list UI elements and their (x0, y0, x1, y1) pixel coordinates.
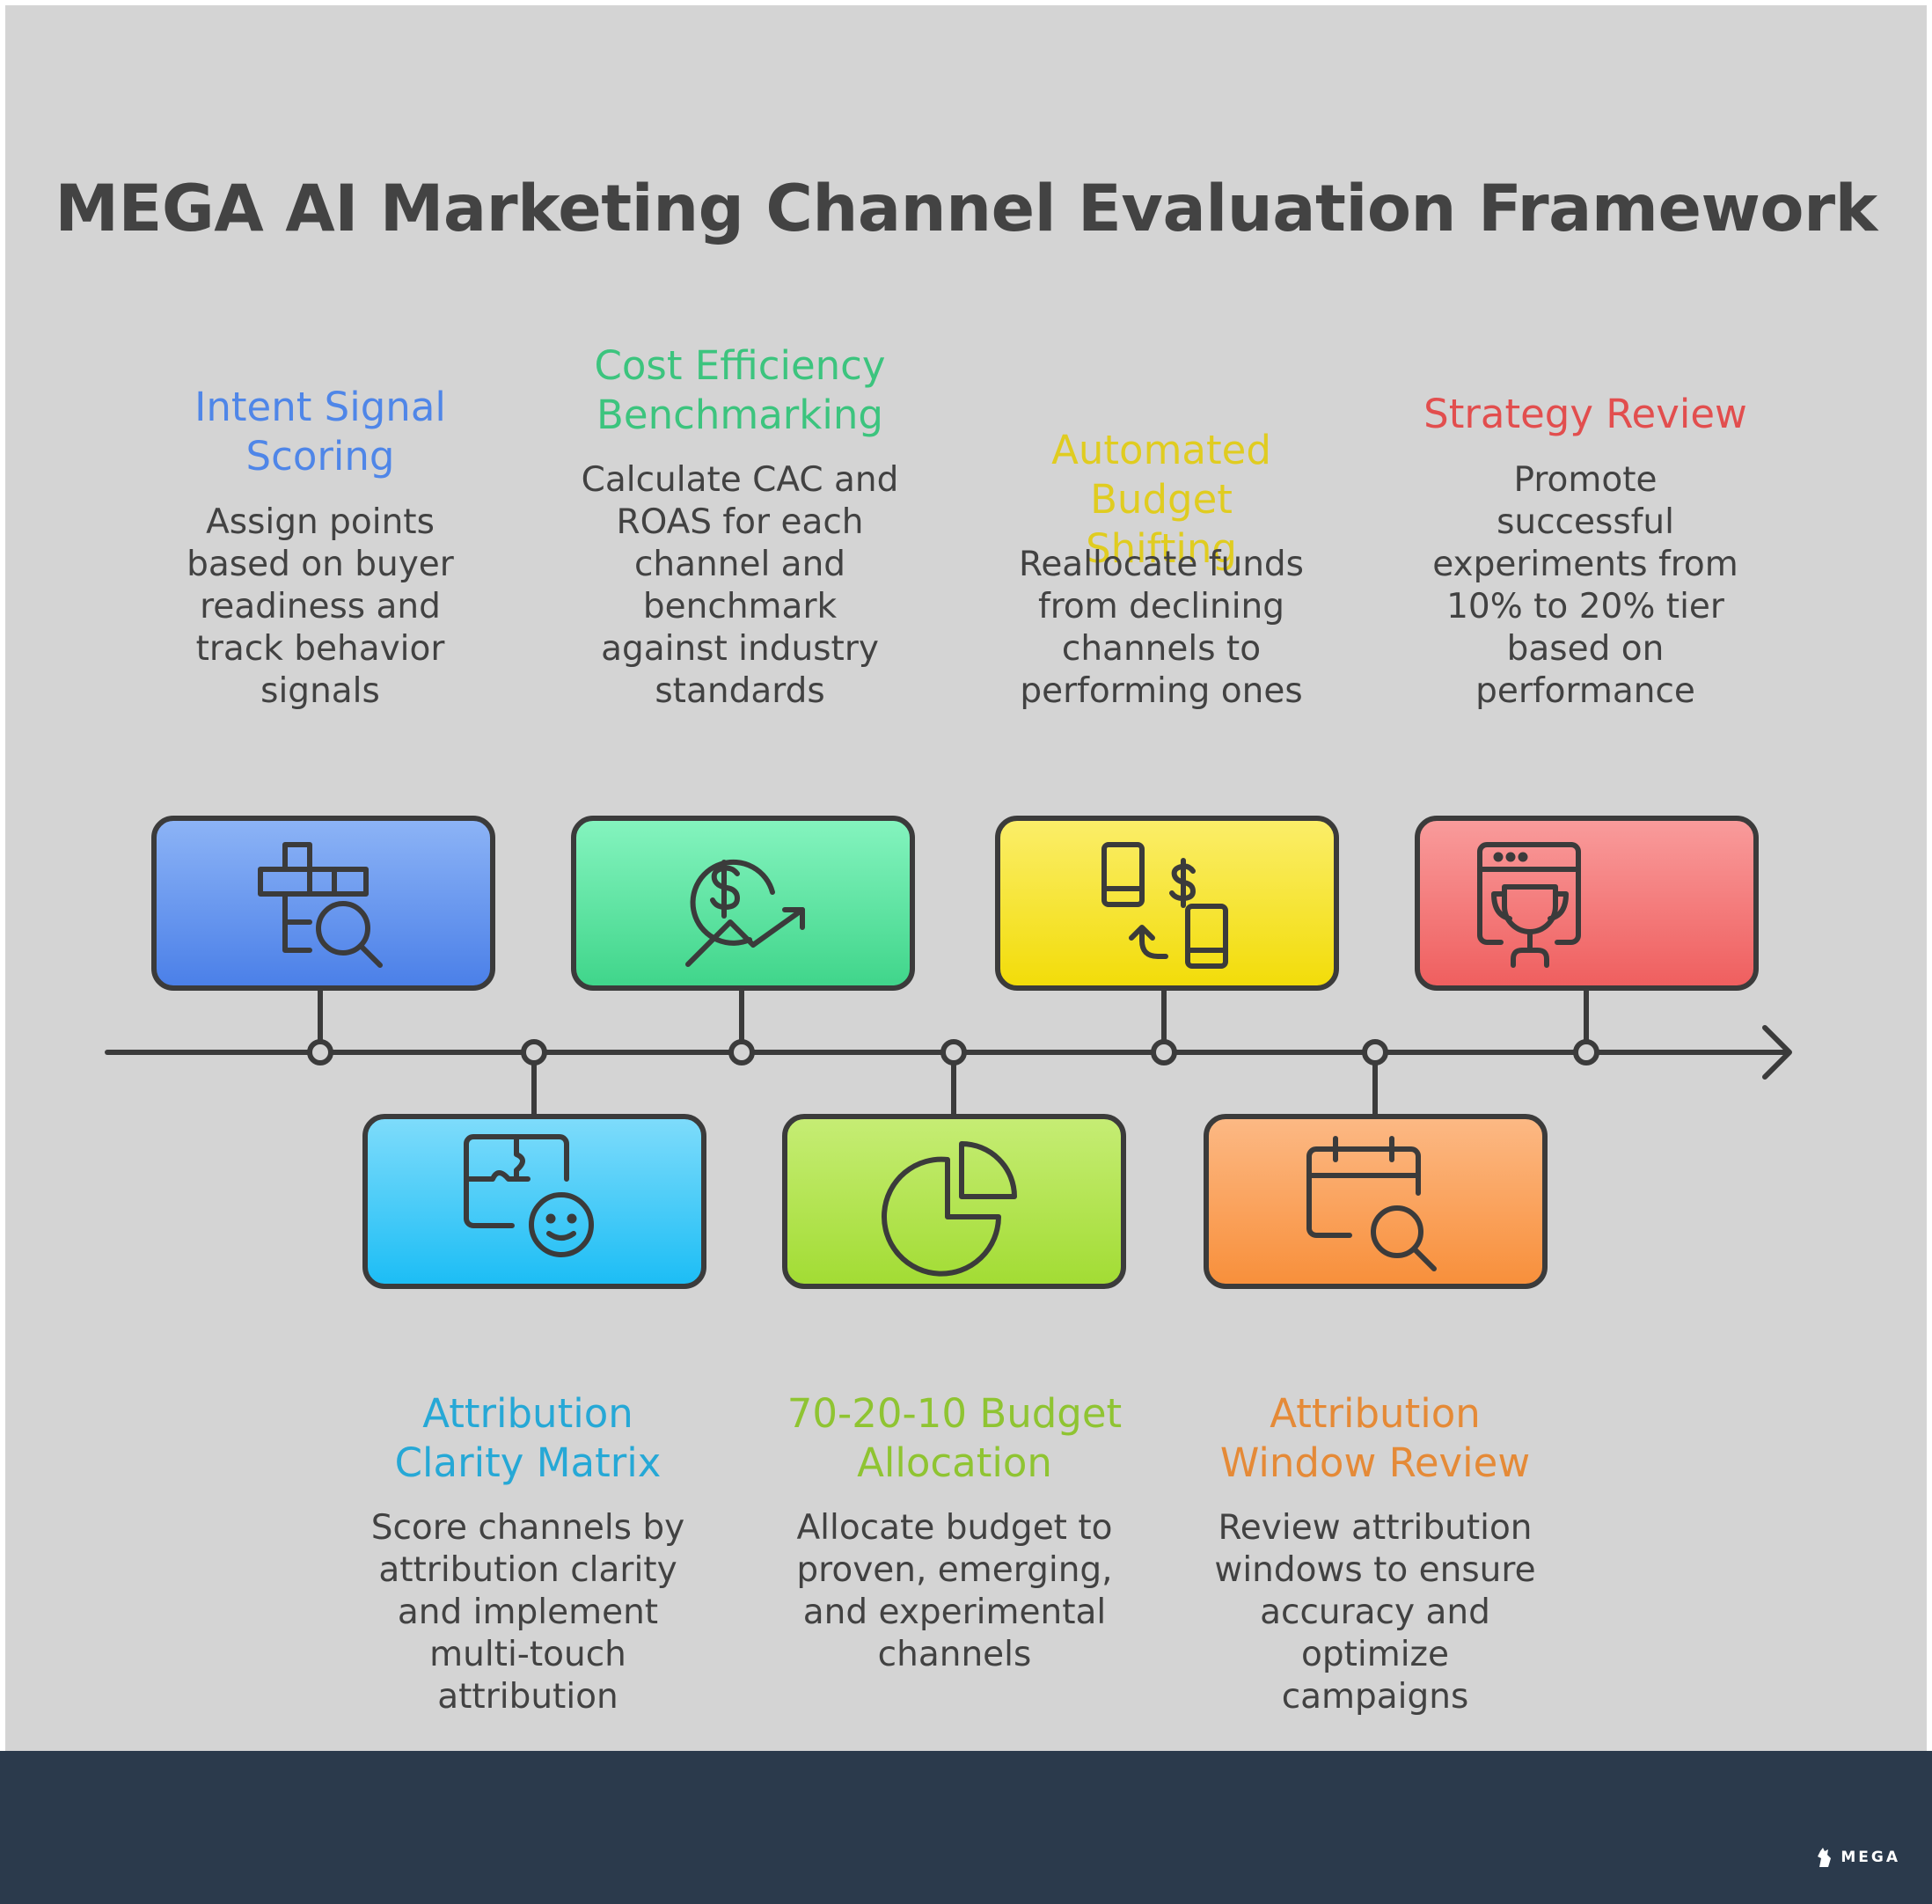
calendar-search-icon (1306, 1136, 1437, 1271)
footer-brand: MEGA (1841, 1849, 1900, 1866)
money-transfer-icon (1101, 842, 1228, 969)
step-box-intent-signal-scoring (151, 816, 495, 991)
crossword-search-icon (258, 842, 383, 968)
step-title-cost-efficiency-benchmarking: Cost Efficiency Benchmarking (594, 342, 886, 438)
step-desc-attribution-window-review: Review attribution windows to ensure acc… (1214, 1508, 1536, 1717)
step-title-intent-signal-scoring: Intent Signal Scoring (194, 384, 446, 480)
step-desc-budget-allocation: Allocate budget to proven, emerging, and… (796, 1508, 1113, 1674)
timeline-node (728, 1039, 755, 1066)
step-box-strategy-review (1415, 816, 1759, 991)
page-title: MEGA AI Marketing Channel Evaluation Fra… (55, 172, 1877, 246)
timeline-node (1151, 1039, 1177, 1066)
footer-bar: MEGA (0, 1751, 1932, 1904)
step-title-attribution-window-review: Attribution Window Review (1219, 1390, 1531, 1486)
step-desc-strategy-review: Promote successful experiments from 10% … (1432, 460, 1738, 711)
step-boxes (151, 816, 1759, 1289)
brand-mark-icon (1818, 1848, 1832, 1867)
timeline-node (1362, 1039, 1388, 1066)
pie-chart-icon (882, 1141, 1017, 1277)
step-box-cost-efficiency-benchmarking (571, 816, 915, 991)
step-title-automated-budget-shifting: Automated Budget Shifting (1051, 427, 1271, 572)
step-title-strategy-review: Strategy Review (1423, 391, 1747, 437)
step-box-attribution-window-review (1204, 1114, 1548, 1289)
timeline-node (521, 1039, 547, 1066)
footer-logo: MEGA (1814, 1846, 1900, 1869)
step-desc-intent-signal-scoring: Assign points based on buyer readiness a… (187, 502, 454, 711)
step-box-attribution-clarity-matrix (362, 1114, 706, 1289)
trophy-window-icon (1477, 842, 1581, 968)
timeline-node (940, 1039, 967, 1066)
step-desc-cost-efficiency-benchmarking: Calculate CAC and ROAS for each channel … (581, 460, 899, 711)
step-title-attribution-clarity-matrix: Attribution Clarity Matrix (394, 1390, 662, 1486)
timeline-arrow-icon (1762, 1025, 1792, 1080)
timeline-node (1573, 1039, 1599, 1066)
step-box-budget-allocation (782, 1114, 1126, 1289)
step-title-budget-allocation: 70-20-10 Budget Allocation (787, 1390, 1123, 1486)
timeline-node (307, 1039, 333, 1066)
connectors (318, 991, 1589, 1114)
step-desc-attribution-clarity-matrix: Score channels by attribution clarity an… (370, 1508, 685, 1717)
step-box-automated-budget-shifting (995, 816, 1339, 991)
step-desc-automated-budget-shifting: Reallocate funds from declining channels… (1018, 545, 1305, 711)
timeline-nodes (307, 1039, 1599, 1066)
puzzle-face-icon (464, 1134, 594, 1257)
dollar-growth-icon (685, 859, 805, 967)
